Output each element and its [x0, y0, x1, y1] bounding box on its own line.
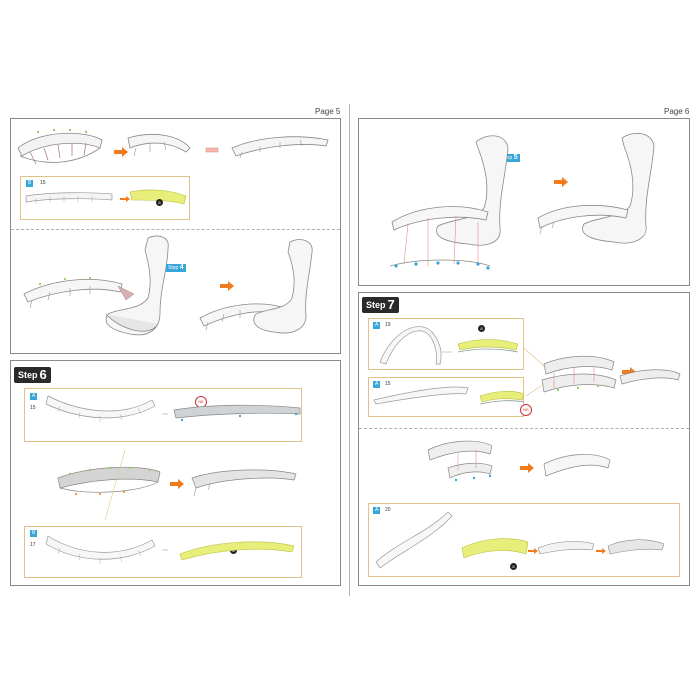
page5-subbox-b [20, 176, 190, 220]
step7-illustrations [373, 326, 681, 569]
part-quantity: 15 [385, 381, 391, 387]
step7-subbox-a2 [368, 377, 524, 417]
part-quantity: 15 [30, 405, 36, 411]
marker-circle: 8 [156, 199, 163, 206]
step6-subbox-b [24, 526, 302, 578]
ne-marker: NE [520, 404, 532, 416]
part-letter-label: A [373, 507, 381, 514]
page6-top-illustrations [389, 132, 655, 270]
cobra-body-right [199, 239, 313, 334]
page5-dashed-separator [11, 229, 340, 230]
page5-illustrations [17, 128, 329, 336]
part-letter-label: A [30, 393, 38, 400]
step7-subbox-a1 [368, 318, 524, 370]
part-quantity: 15 [40, 180, 46, 186]
arrow [114, 147, 128, 157]
marker-circle: 8 [510, 563, 517, 570]
step6-subbox-a [24, 388, 302, 442]
step7-dashed-separator [359, 428, 689, 429]
assembly-piece-1 [17, 132, 103, 165]
marker-circle: 8 [478, 325, 485, 332]
step-reference-tag: Step 4 [166, 264, 186, 272]
cobra-body-left [23, 235, 169, 336]
page-number-right: Page 6 [664, 107, 690, 116]
part-quantity: 20 [385, 507, 391, 513]
step6-illustrations [45, 395, 301, 564]
part-quantity: 19 [385, 322, 391, 328]
ne-marker: NE [195, 396, 207, 408]
part-letter-label: A [373, 322, 381, 329]
part-letter-label: B [30, 530, 38, 537]
page5-subbox-drawing [25, 189, 187, 205]
step7-subbox-a3 [368, 503, 680, 577]
part-quantity: 17 [30, 542, 36, 548]
part-letter-label: A [373, 381, 381, 388]
part-letter-label: B [26, 180, 34, 187]
page-number-left: Page 5 [315, 107, 341, 116]
page-divider [349, 104, 350, 596]
